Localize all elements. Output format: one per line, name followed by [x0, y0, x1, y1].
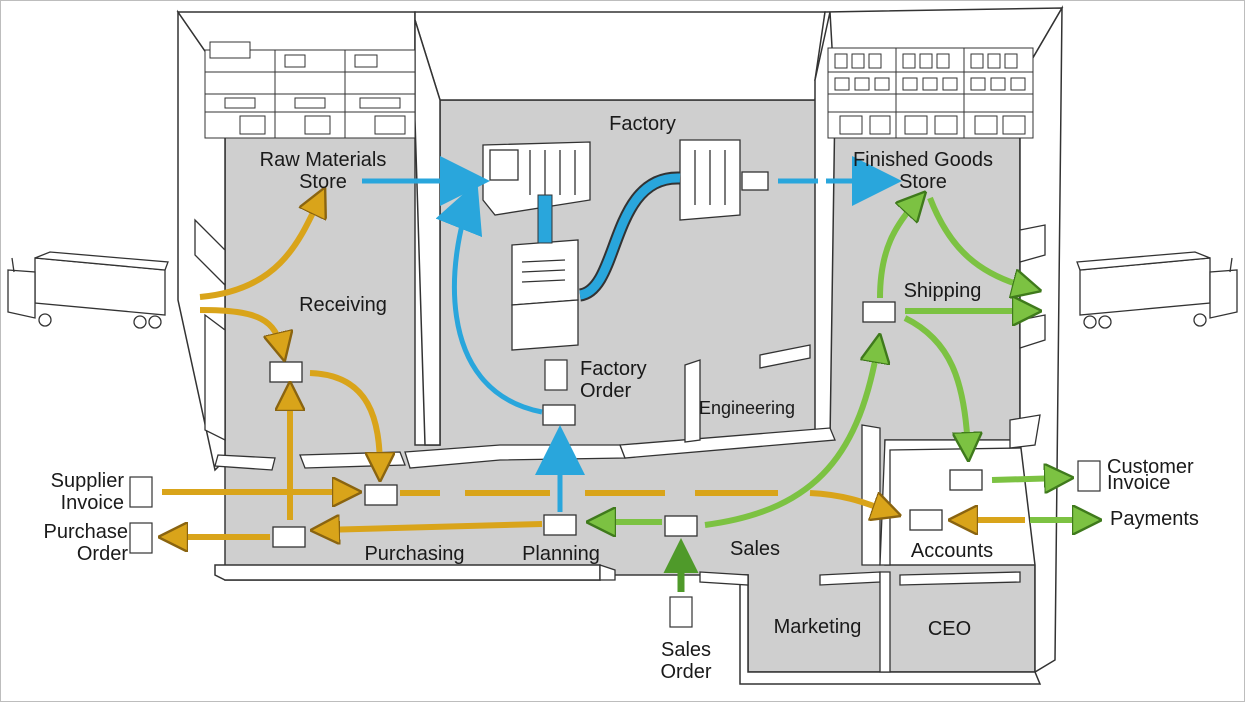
label-line: Sales [660, 639, 712, 661]
truck-icon [1076, 251, 1238, 329]
accounts-label: Accounts [910, 540, 994, 562]
ceo-label: CEO [927, 618, 972, 640]
marketing-label: Marketing [773, 616, 862, 638]
gold-flows [162, 198, 1025, 537]
supplier-invoice-label: Supplier Invoice [18, 470, 124, 514]
sales-order-label: Sales Order [640, 639, 732, 683]
conveyor-icon [537, 171, 681, 302]
label-line: Order [580, 380, 632, 402]
payments-label: Payments [1110, 508, 1199, 530]
finished-goods-shelf-icon [827, 47, 1034, 139]
label-line: Raw Materials [259, 149, 387, 171]
raw-materials-shelf-icon [204, 41, 416, 139]
purchasing-label: Purchasing [364, 543, 465, 565]
label-line: Factory [580, 358, 647, 380]
engineering-label: Engineering [698, 398, 796, 418]
sales-label: Sales [729, 538, 781, 560]
receiving-label: Receiving [299, 294, 387, 316]
green-flows [598, 198, 1090, 525]
truck-icon [7, 251, 169, 329]
form-icon [269, 301, 983, 548]
label-line: Finished Goods [852, 149, 994, 171]
label-line: Supplier [50, 470, 124, 492]
finished-goods-store-label: Finished Goods Store [838, 149, 1008, 193]
factory-label: Factory [609, 113, 676, 135]
shipping-label: Shipping [903, 280, 982, 302]
label-line: Customer [1107, 456, 1194, 478]
machine-icon [482, 139, 769, 351]
purchase-order-label: Purchase Order [18, 521, 129, 565]
factory-order-label: Factory Order [580, 358, 670, 402]
customer-invoice-label: Customer Invoice [1107, 456, 1217, 494]
label-line: Store [899, 171, 947, 193]
blue-flows [362, 156, 902, 512]
planning-label: Planning [522, 543, 600, 565]
label-line: Invoice [1107, 472, 1171, 494]
label-line: Order [76, 543, 128, 565]
label-line: Order [660, 661, 712, 683]
document-icon [129, 359, 1101, 628]
raw-materials-store-label: Raw Materials Store [248, 149, 398, 193]
label-line: Purchase [43, 521, 129, 543]
label-line: Invoice [60, 492, 124, 514]
label-line: Store [299, 171, 347, 193]
